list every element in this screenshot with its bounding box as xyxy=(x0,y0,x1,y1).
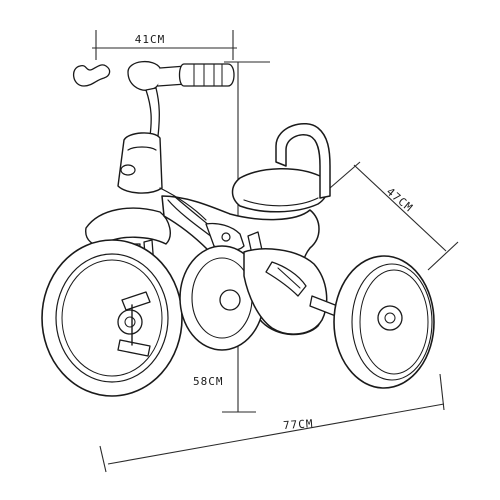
seat-rear-label: 47CM xyxy=(384,185,416,215)
seat xyxy=(231,168,328,213)
length-tick-right xyxy=(439,373,445,411)
headlight xyxy=(120,164,136,176)
connector-cable xyxy=(159,187,207,221)
dimension-seat-to-rear-wheel: 47CM xyxy=(329,161,459,271)
length-label: 77CM xyxy=(283,417,314,432)
front-wheel xyxy=(41,239,183,397)
rear-body xyxy=(243,248,328,335)
rear-hub xyxy=(377,305,403,331)
handlebar xyxy=(73,61,235,91)
dimension-length: 77CM xyxy=(99,373,445,473)
steering-column xyxy=(145,87,160,137)
handlebar-center xyxy=(127,61,163,91)
left-grip xyxy=(73,64,111,87)
handlebar-width-label: 41CM xyxy=(135,33,166,46)
length-line xyxy=(107,403,445,465)
right-grip xyxy=(178,63,235,87)
seat-rear-line xyxy=(353,164,447,252)
seat-rear-tick-bottom xyxy=(427,241,459,271)
tricycle-illustration xyxy=(41,61,435,397)
pedal-top xyxy=(121,291,151,311)
pedal-bottom xyxy=(117,339,151,357)
front-hub xyxy=(117,309,143,335)
dimension-handlebar-width: 41CM xyxy=(92,30,237,60)
rear-wheel-right xyxy=(333,255,435,389)
seat-rear-tick-top xyxy=(329,161,361,189)
headlight-housing xyxy=(117,132,163,194)
tail-light xyxy=(265,261,307,297)
pedals xyxy=(117,291,151,357)
seat-back-handle xyxy=(275,123,331,199)
front-fender xyxy=(85,207,171,246)
length-tick-left xyxy=(99,445,107,473)
height-label: 58CM xyxy=(193,375,224,388)
